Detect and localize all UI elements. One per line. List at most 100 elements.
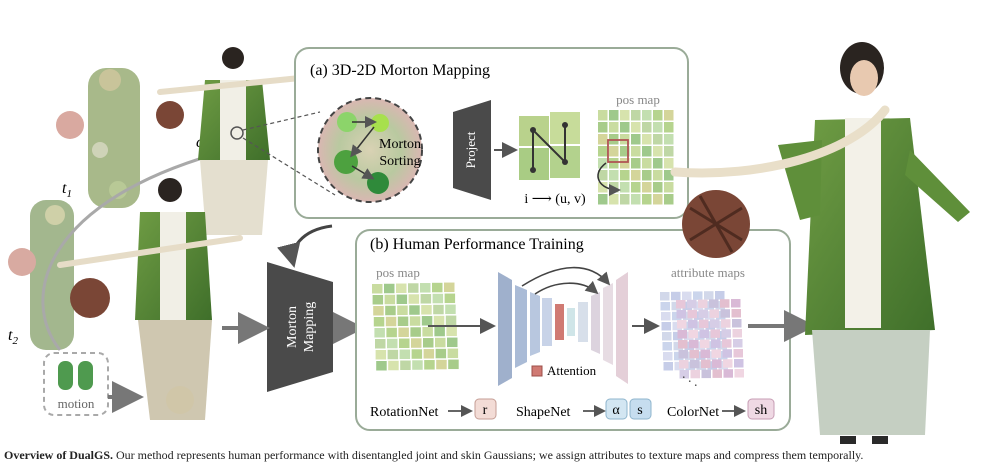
attribute-map-front-cell	[734, 369, 744, 378]
pos-map-b-cell	[435, 337, 446, 348]
pos-map-a-cell	[598, 158, 608, 169]
pos-map-b-cell	[445, 315, 457, 326]
pos-map-a-cell	[664, 110, 674, 121]
pos-map-a-cell	[664, 170, 674, 181]
pos-map-b-cell	[435, 348, 447, 359]
pos-map-label-b: pos map	[376, 265, 420, 280]
joint-gaussian-figure-back	[56, 68, 140, 208]
r-box	[474, 398, 497, 420]
attribute-map-front-cell	[687, 299, 697, 309]
attribute-map-back-cell	[693, 291, 703, 300]
attribute-map-front-cell	[710, 329, 720, 338]
pos-map-b-cell	[432, 282, 443, 293]
attribute-maps-label: attribute maps	[671, 265, 745, 280]
project-label: Project	[463, 131, 478, 168]
label-t1: t1	[62, 180, 72, 200]
pos-map-a-cell	[620, 194, 630, 205]
attribute-map-front-cell	[677, 320, 687, 329]
point-1	[337, 112, 357, 132]
pos-map-a-cell	[609, 194, 619, 205]
attribute-map-front-cell	[698, 309, 708, 319]
pos-map-b-cell	[375, 339, 386, 349]
attribute-map-front-cell	[722, 339, 732, 348]
pos-map-b-cell	[399, 349, 411, 360]
pos-map-b-cell	[446, 326, 457, 337]
pos-map-b-cell	[384, 283, 395, 294]
sh-label: sh	[755, 403, 767, 418]
project-block	[453, 100, 491, 200]
panel-a-title: (a) 3D-2D Morton Mapping	[310, 62, 490, 79]
attribute-map-front-cell	[679, 370, 689, 379]
pos-map-a-cell	[609, 110, 619, 121]
pos-map-b-cell	[409, 316, 421, 326]
attribute-map-front-cell	[678, 350, 688, 359]
pos-map-b-cell	[400, 360, 411, 371]
pos-map-b-cell	[410, 327, 421, 337]
pos-map-b-cell	[399, 338, 410, 349]
attribute-map-front-cell	[731, 299, 741, 308]
pos-map-a-cell	[653, 182, 663, 193]
pos-map-a-cell	[620, 158, 630, 169]
attribute-map-front-cell	[731, 309, 741, 318]
pos-map-a-cell	[642, 170, 652, 181]
attribute-map-front-cell	[699, 329, 709, 339]
pos-map-a-cell	[598, 194, 608, 205]
pos-map-b-cell	[373, 306, 384, 316]
performer-middle	[57, 178, 243, 420]
pos-map-b-cell	[373, 317, 385, 327]
pos-map-a-cell	[609, 170, 619, 181]
pos-map-a-cell	[598, 170, 608, 181]
shape-net-label: ShapeNet	[516, 405, 571, 420]
arrow-curve	[597, 162, 621, 196]
r-label: r	[483, 403, 488, 418]
attribute-map-front-cell	[700, 349, 710, 359]
pos-map-b-cell	[372, 284, 383, 294]
attribute-map-front-cell	[733, 349, 743, 358]
pos-map-b-cell	[412, 360, 423, 370]
attribute-map-front-cell	[690, 359, 700, 369]
pos-map-b-cell	[421, 305, 432, 315]
pos-map-a-cell	[653, 170, 663, 181]
pos-map-label-a: pos map	[616, 92, 660, 107]
attribute-map-back-cell	[662, 342, 672, 351]
caption-bold: Overview of DualGS.	[4, 448, 113, 462]
pos-map-b-cell	[420, 294, 432, 304]
pos-map-b-cell	[433, 304, 444, 315]
attribute-map-front-cell	[723, 359, 733, 368]
pos-map-b-cell	[385, 305, 396, 316]
attribute-map-front-cell	[712, 359, 722, 368]
attribute-map-front-cell	[677, 330, 687, 339]
pos-map-b-cell	[386, 327, 397, 338]
attribute-map-front-cell	[688, 329, 698, 339]
pos-map-a-cell	[620, 122, 630, 133]
pos-map-a-cell	[653, 122, 663, 133]
pos-map-a-cell	[664, 134, 674, 145]
attribute-map-front-cell	[721, 329, 731, 338]
ellipsis: .	[682, 367, 686, 382]
alpha-box	[605, 398, 628, 420]
arrow-a-to-mapping	[277, 224, 333, 268]
ellipsis: .	[694, 375, 698, 390]
pos-map-a-cell	[642, 110, 652, 121]
pos-map-b-cell	[411, 349, 423, 359]
pos-map-a-cell	[620, 146, 630, 157]
pos-map-a-cell	[664, 122, 674, 133]
attribute-map-front-cell	[721, 319, 731, 328]
attribute-map-back-cell	[704, 291, 714, 300]
pos-map-a	[598, 110, 674, 205]
label-t2: t2	[8, 327, 18, 347]
attribute-map-front-cell	[700, 339, 710, 349]
attribute-map-front-cell	[701, 369, 711, 379]
attribute-map-back-cell	[661, 322, 671, 331]
pos-map-b-cell	[397, 305, 408, 316]
pos-map-a-cell	[598, 110, 608, 121]
attribute-map-front-cell	[698, 299, 708, 309]
pos-map-a-cell	[598, 134, 608, 145]
pos-map-a-cell	[620, 110, 630, 121]
pos-map-b-cell	[384, 294, 396, 305]
color-net-label: ColorNet	[667, 405, 719, 420]
performer-final-render	[670, 42, 970, 444]
pos-map-a-cell	[598, 182, 608, 193]
pos-map-b-cell	[388, 360, 399, 371]
